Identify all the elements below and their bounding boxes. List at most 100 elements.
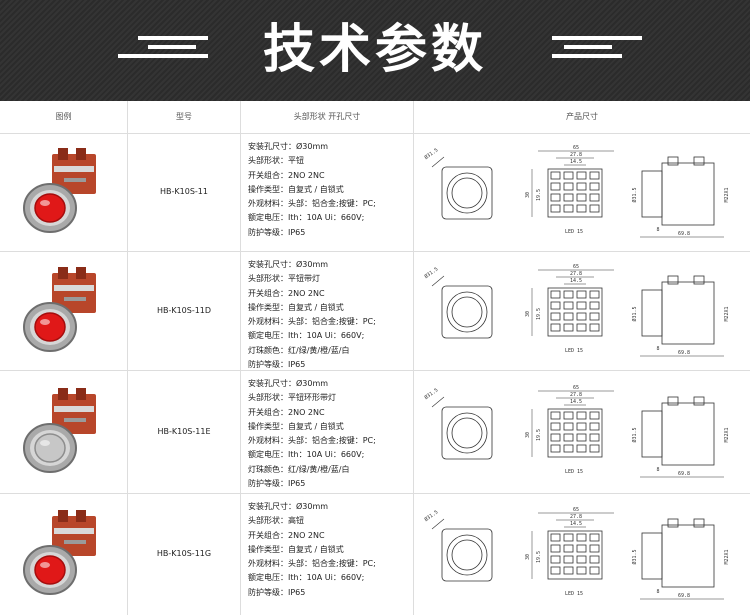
dimension-label: 8 [656,589,659,595]
dimension-label: Ø31.5 [423,266,439,280]
dimension-label: Ø31.5 [631,427,638,442]
spec-line: 额定电压：Ith：10A Ui：660V; [248,331,365,341]
spec-line: 操作类型：自复式 / 自锁式 [248,544,344,554]
spec-line: 头部形状：平钮带灯 [248,274,320,284]
spec-line: 开关组合：2NO 2NC [248,407,325,417]
dimension-label: 65 [573,385,579,391]
dimension-label: 30 [525,432,531,438]
dimension-label: 30 [525,311,531,317]
dimension-label: 19.5 [536,429,542,441]
spec-line: 防护等级：IP65 [248,587,306,597]
dimension-label: 65 [573,264,579,270]
dimension-label: 19.5 [536,308,542,320]
dimension-label: Ø31.5 [631,306,638,321]
dimension-label: 27.8 [570,514,582,520]
dimension-label: Ø31.5 [631,187,638,202]
dimension-label: 65 [573,145,579,151]
spec-line: 安装孔尺寸：Ø30mm [248,260,329,269]
spec-line: 外观材料：头部：铝合金;按键：PC; [248,317,376,327]
dimension-label: 65 [573,507,579,513]
dimension-label: 8 [656,467,659,473]
spec-line: 额定电压：Ith：10A Ui：660V; [248,213,365,223]
banner-decoration-right [552,36,642,66]
divider [413,101,414,615]
spec-line: 灯珠颜色：红/绿/黄/橙/蓝/白 [248,464,350,474]
spec-line: 操作类型：自复式 / 自锁式 [248,421,344,431]
button-photo [23,148,96,233]
header-shape: 头部形状 开孔尺寸 [293,112,361,121]
spec-line: 防护等级：IP65 [248,227,306,237]
spec-line: 操作类型：自复式 / 自锁式 [248,184,344,194]
model-number: HB-K10S-11G [156,549,212,558]
spec-line: 开关组合：2NO 2NC [248,530,325,540]
dimension-label: 8 [656,227,659,233]
dimension-label: 14.5 [570,278,582,284]
spec-line: 头部形状：平钮 [248,156,304,166]
spec-line: 外观材料：头部：铝合金;按键：PC; [248,199,376,209]
dimension-label: LED 15 [565,229,583,235]
dimension-label: M22X1 [724,187,730,202]
spec-line: 安装孔尺寸：Ø30mm [248,379,329,388]
dimension-label: Ø31.5 [423,509,439,523]
divider [240,101,241,615]
product-image [14,144,112,242]
dimension-label: 27.8 [570,392,582,398]
dimension-label: 19.5 [536,189,542,201]
dimension-label: 27.8 [570,152,582,158]
dimension-label: 19.5 [536,551,542,563]
header-dimensions: 产品尺寸 [566,112,598,121]
button-photo [23,388,96,473]
dimension-label: 27.8 [570,271,582,277]
spec-line: 外观材料：头部：铝合金;按键：PC; [248,436,376,446]
spec-line: 开关组合：2NO 2NC [248,288,325,298]
spec-line: 安装孔尺寸：Ø30mm [248,142,329,151]
dimension-label: LED 15 [565,348,583,354]
spec-line: 头部形状：高钮 [248,516,304,526]
spec-list: 安装孔尺寸：Ø30mm 头部形状：平钮开关组合：2NO 2NC 操作类型：自复式 /… [248,140,408,240]
product-image [14,506,112,604]
model-number: HB-K10S-11D [156,306,212,315]
dimension-label: 69.8 [678,231,690,237]
table-row: HB-K10S-11 安装孔尺寸：Ø30mm 头部形状：平钮开关组合：2NO 2NC… [0,133,750,252]
spec-line: 开关组合：2NO 2NC [248,170,325,180]
dimension-label: Ø31.5 [423,147,439,161]
dimension-label: M22X1 [724,427,730,442]
product-image [14,384,112,482]
dimension-label: 30 [525,192,531,198]
dimension-label: 30 [525,554,531,560]
banner-decoration-left [118,36,208,66]
dimension-label: 14.5 [570,159,582,165]
banner-title: 技术参数 [262,20,487,80]
dimension-label: LED 15 [565,591,583,597]
spec-list: 安装孔尺寸：Ø30mm 头部形状：平钮带灯开关组合：2NO 2NC 操作类型：自复式… [248,258,408,372]
header-legend: 图例 [55,112,72,121]
spec-line: 额定电压：Ith：10A Ui：660V; [248,450,365,460]
model-number: HB-K10S-11 [160,187,208,196]
header-model: 型号 [176,112,192,121]
product-image [14,263,112,361]
dimension-label: M22X1 [724,306,730,321]
spec-line: 防护等级：IP65 [248,360,306,370]
divider [127,101,128,615]
dimension-label: 69.8 [678,593,690,599]
button-photo [23,267,96,352]
dimension-label: LED 15 [565,469,583,475]
table-row: HB-K10S-11D 安装孔尺寸：Ø30mm 头部形状：平钮带灯开关组合：2NO … [0,251,750,371]
spec-line: 操作类型：自复式 / 自锁式 [248,302,344,312]
dimension-label: 69.8 [678,350,690,356]
spec-line: 灯珠颜色：红/绿/黄/橙/蓝/白 [248,345,350,355]
dimension-label: 69.8 [678,471,690,477]
title-banner: 技术参数 [0,0,750,101]
spec-table: 图例 型号 头部形状 开孔尺寸 产品尺寸 HB-K10S-11 安装孔尺寸：Ø30… [0,101,750,615]
dimension-label: Ø31.5 [631,549,638,564]
